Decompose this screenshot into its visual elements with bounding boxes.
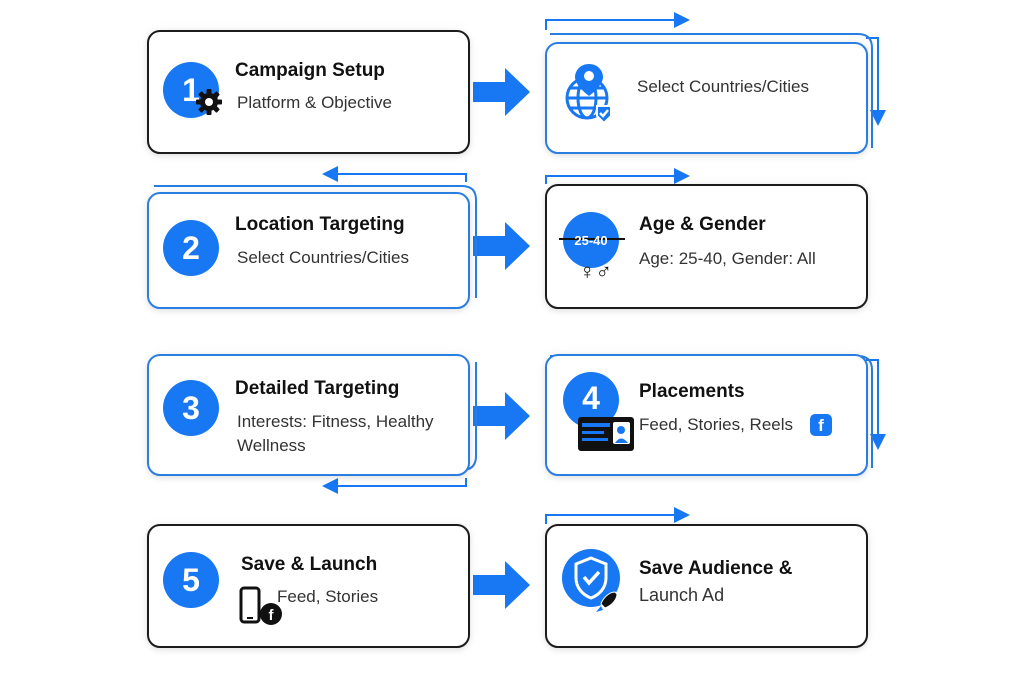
age-range-label: 25-40 [574,233,608,248]
step-card-1: 1 Campaign Setup Platform & Objective [147,30,470,154]
connector-top-card2 [545,12,690,30]
step-subtitle: Feed, Stories, Reels [639,415,794,434]
age-badge-circle [563,212,619,268]
step-subtitle-line-1: Interests: Fitness, Healthy [237,412,434,431]
step-title-line-1: Save Audience & [639,558,793,579]
step-title: Placements [639,381,745,402]
shield-check-icon [562,549,620,612]
step-title: Detailed Targeting [235,378,400,399]
globe-location-icon [565,64,612,125]
connector-top-card4 [545,168,690,184]
step-subtitle: Select Countries/Cities [237,248,409,267]
step-title: Location Targeting [235,214,405,235]
step-title: Campaign Setup [235,60,385,81]
age-slider-bar [559,238,625,240]
svg-text:f: f [269,607,275,624]
step-card-age-gender: 25-40 ♀♂ Age & Gender Age: 25-40, Gender… [545,184,868,309]
step-subtitle: Feed, Stories [277,587,379,606]
right-arrows [473,68,530,609]
gear-icon [196,89,222,115]
step-title: Save & Launch [241,554,378,575]
connector-top-card8 [545,507,690,524]
arrow-right-3 [473,392,530,440]
step-card-save-launch: Save Audience & Launch Ad [545,524,868,648]
connector-bottom-card5 [322,478,467,494]
arrow-right-4 [473,561,530,609]
step-card-3: 3 Detailed Targeting Interests: Fitness,… [147,354,470,476]
arrow-right-1 [473,68,530,116]
step-title-line-2: Launch Ad [639,585,725,605]
step-subtitle: Age: 25-40, Gender: All [639,249,816,268]
step-subtitle-line-2: Wellness [237,436,306,455]
step-number-badge: 2 [163,220,219,276]
connector-top-card3 [322,166,467,182]
step-title: Age & Gender [639,214,766,235]
step-subtitle: Platform & Objective [237,93,392,112]
rocket-icon [596,591,618,612]
step-number-badge: 5 [163,552,219,608]
step-card-2: 2 Location Targeting Select Countries/Ci… [147,192,470,309]
ad-card-icon [578,417,634,451]
step-number-badge: 3 [163,380,219,436]
step-card-5: 5 f Save & Launch Feed, Stories [147,524,470,648]
facebook-icon: f [810,414,832,436]
step-subtitle: Select Countries/Cities [637,77,809,96]
arrow-right-2 [473,222,530,270]
gender-symbols-icon: ♀♂ [579,259,612,284]
step-card-4: 4 Placements Feed, Stories, Reels f [545,354,868,476]
phone-facebook-icon: f [239,586,282,625]
step-card-location-select: Select Countries/Cities [545,42,868,154]
